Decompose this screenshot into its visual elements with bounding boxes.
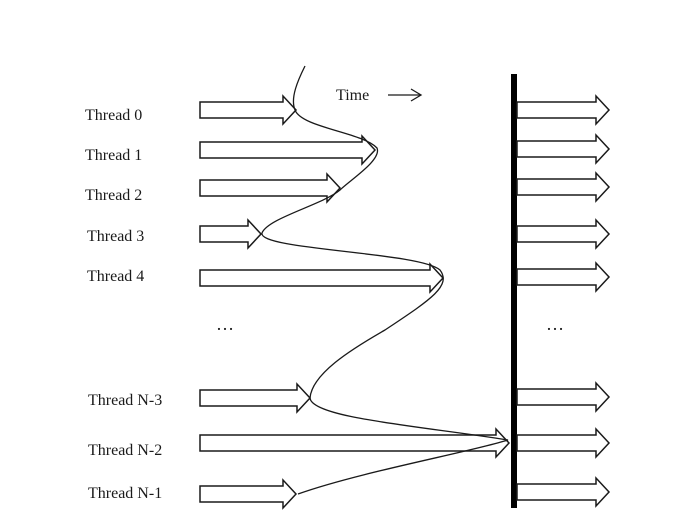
- thread-4-progress-arrow: [199, 262, 445, 294]
- thread-label-0: Thread 0: [85, 107, 142, 124]
- thread-1-progress-arrow: [199, 134, 377, 166]
- thread-2-progress-arrow: [199, 172, 342, 204]
- thread-label-n-2: Thread N-2: [88, 442, 162, 459]
- thread-n-2-continue-arrow: [516, 427, 611, 459]
- thread-0-continue-arrow: [516, 94, 611, 126]
- thread-n-3-continue-arrow: [516, 381, 611, 413]
- thread-4-continue-arrow: [516, 261, 611, 293]
- thread-1-continue-arrow: [516, 133, 611, 165]
- thread-label-3: Thread 3: [87, 228, 144, 245]
- thread-n-1-continue-arrow: [516, 476, 611, 508]
- thread-0-progress-arrow: [199, 94, 298, 126]
- thread-n-3-progress-arrow: [199, 382, 312, 414]
- ellipsis-right: …: [546, 314, 566, 334]
- ellipsis-left: …: [216, 314, 236, 334]
- thread-label-4: Thread 4: [87, 268, 144, 285]
- time-frontier-curve: [261, 65, 509, 495]
- thread-n-2-progress-arrow: [199, 427, 511, 459]
- thread-label-n-1: Thread N-1: [88, 485, 162, 502]
- thread-label-n-3: Thread N-3: [88, 392, 162, 409]
- thread-2-continue-arrow: [516, 171, 611, 203]
- time-arrow-icon: [388, 88, 423, 102]
- time-label: Time: [336, 87, 369, 104]
- thread-3-continue-arrow: [516, 218, 611, 250]
- thread-label-1: Thread 1: [85, 147, 142, 164]
- thread-3-progress-arrow: [199, 218, 263, 250]
- thread-label-2: Thread 2: [85, 187, 142, 204]
- thread-n-1-progress-arrow: [199, 478, 298, 510]
